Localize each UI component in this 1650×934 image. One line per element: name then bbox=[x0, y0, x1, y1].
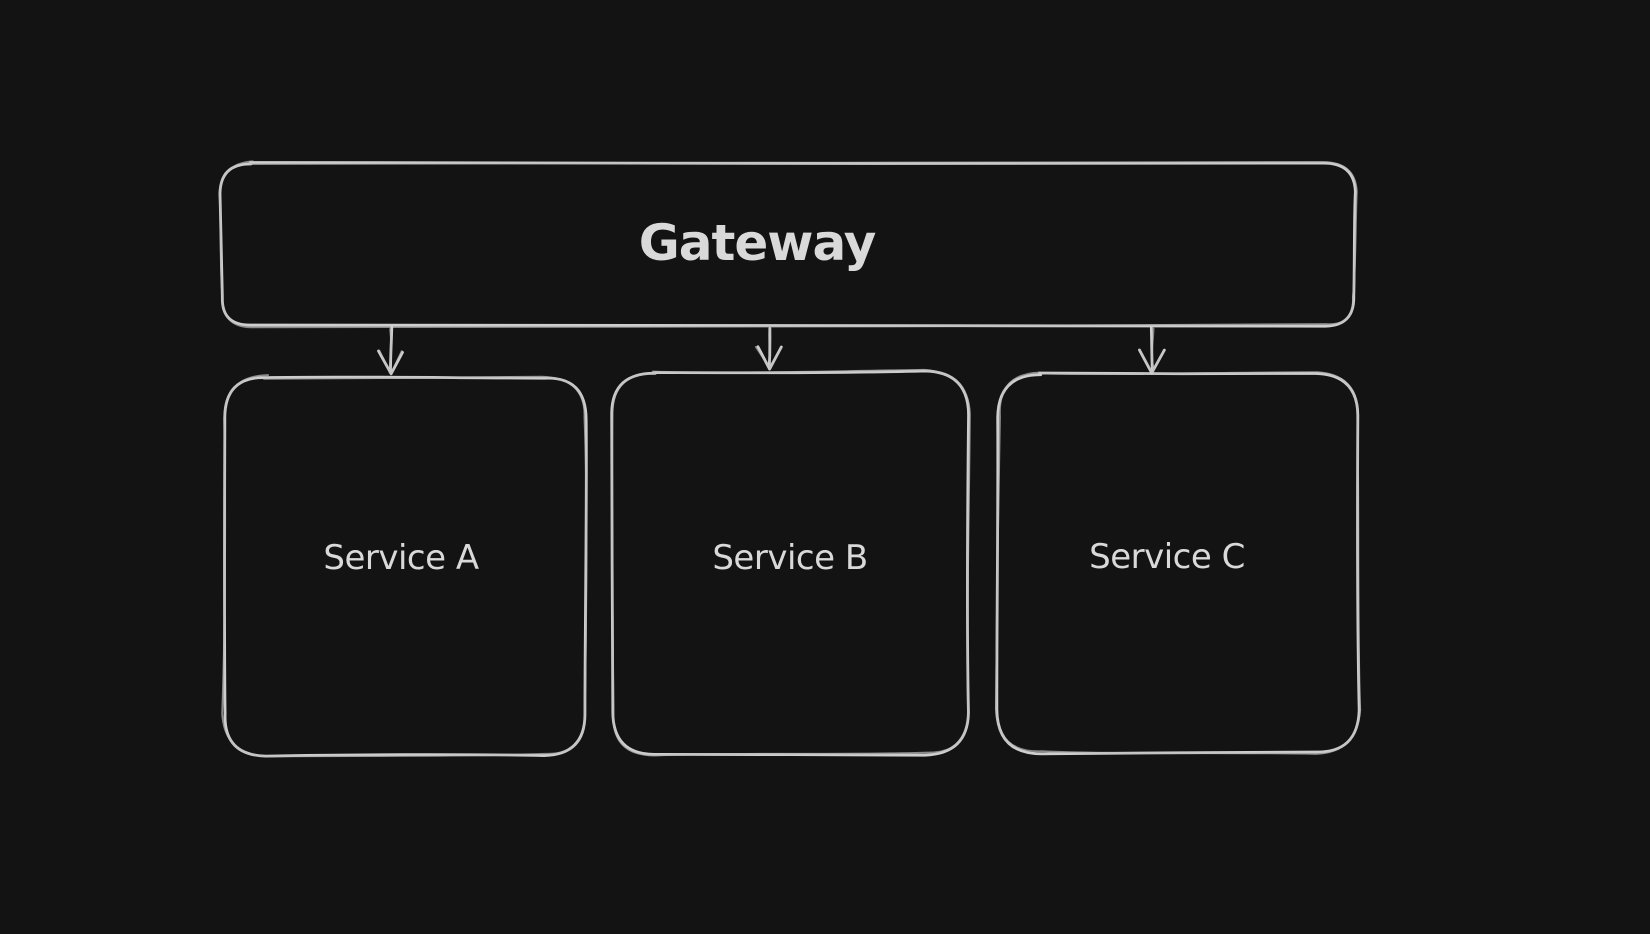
node-service-b-shape bbox=[610, 368, 971, 757]
node-gateway-label: Gateway bbox=[638, 214, 877, 272]
edge-gateway-service-b-arrow bbox=[754, 326, 783, 371]
node-service-a-shape bbox=[221, 374, 588, 758]
node-service-c-shape bbox=[994, 371, 1362, 756]
node-service-a-label: Service A bbox=[323, 538, 479, 578]
edge-gateway-service-a-arrow bbox=[377, 325, 404, 376]
node-service-b-label: Service B bbox=[712, 538, 868, 578]
node-service-c-label: Service C bbox=[1089, 537, 1245, 577]
edge-gateway-service-c-arrow bbox=[1138, 326, 1166, 375]
node-gateway-shape bbox=[218, 160, 1358, 329]
